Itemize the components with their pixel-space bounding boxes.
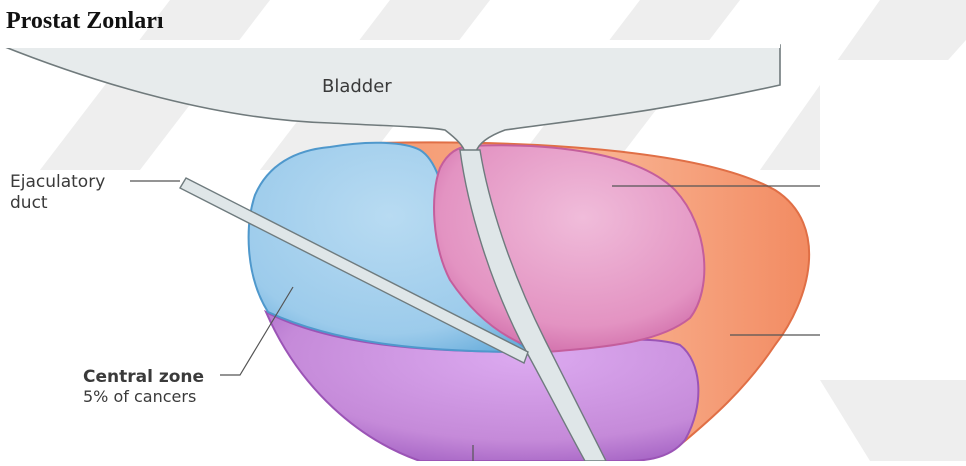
right-mask <box>820 60 966 380</box>
ejaculatory-duct-label-line1: Ejaculatory <box>10 172 105 192</box>
central-zone-stat: 5% of cancers <box>83 387 196 406</box>
central-zone-title: Central zone <box>83 367 204 387</box>
ejaculatory-duct-label-line2: duct <box>10 193 48 213</box>
page-title: . Prostat Zonları <box>0 8 164 35</box>
bladder-label: Bladder <box>322 76 392 97</box>
